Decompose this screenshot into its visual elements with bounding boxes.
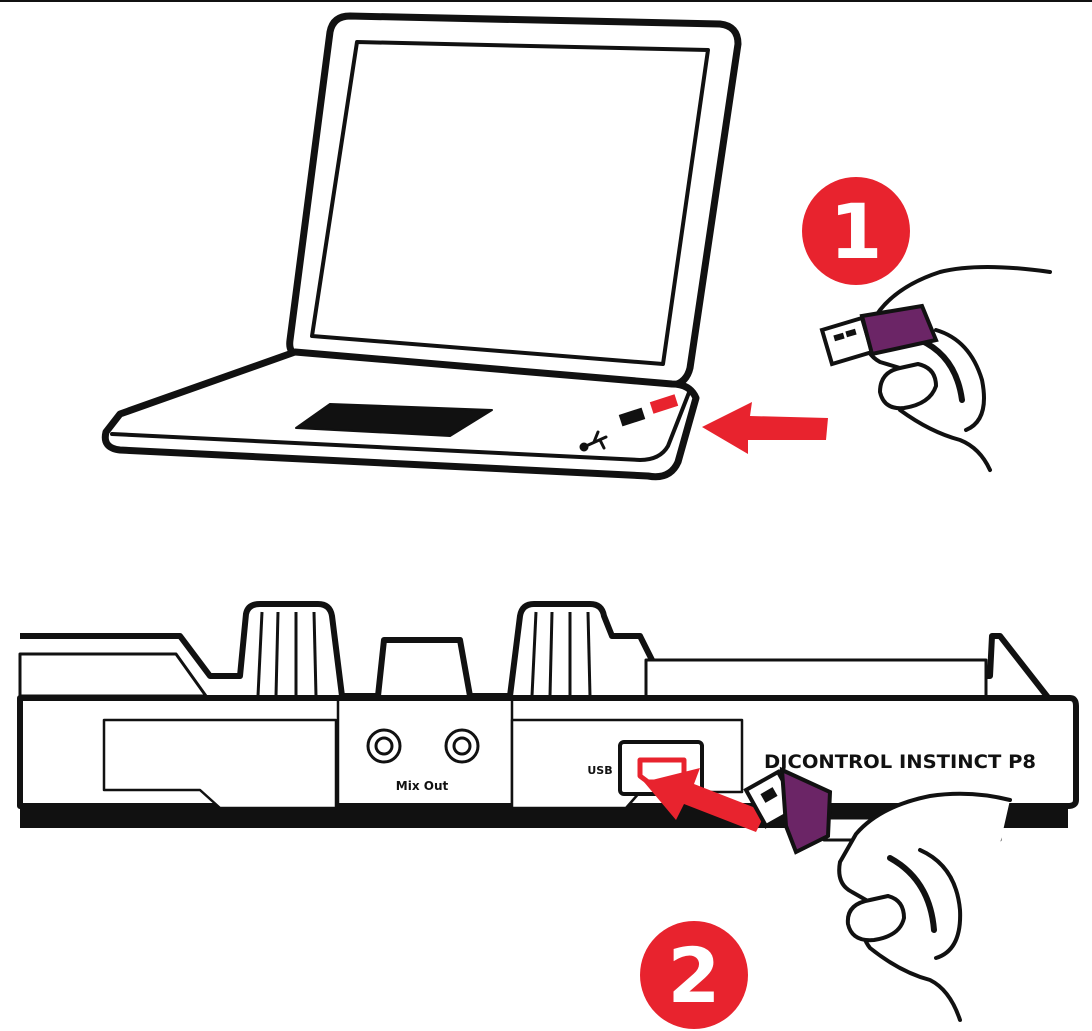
- usb-symbol-icon: [579, 430, 608, 452]
- step-1-number: 1: [830, 187, 883, 276]
- usb-label: USB: [587, 764, 612, 777]
- usb-port-highlight: [649, 394, 679, 414]
- hand-cable-fold: [887, 855, 937, 933]
- step-2-number: 2: [668, 931, 721, 1020]
- panel-recess-left: [102, 718, 338, 810]
- step-1-circle: [802, 177, 910, 285]
- brand-label: DJCONTROL INSTINCT P8: [764, 751, 1036, 773]
- rca-jack-left: [366, 728, 402, 764]
- usb-plug-icon: [743, 766, 833, 855]
- usb-port-icon: [618, 407, 646, 427]
- jog-wheel-right: [644, 658, 988, 702]
- laptop-base-edge: [110, 388, 692, 462]
- knob-right: [530, 611, 592, 697]
- mix-out-label: Mix Out: [396, 779, 449, 793]
- usb-plug-body: [779, 766, 833, 855]
- usb-plug-icon: [819, 303, 939, 367]
- step-2-circle: [640, 921, 748, 1029]
- knob-left: [256, 611, 318, 697]
- step-1-badge: 1: [802, 177, 910, 285]
- rca-jack-right: [444, 728, 480, 764]
- step-2-badge: 2: [640, 921, 748, 1029]
- laptop-screen: [310, 40, 710, 366]
- arrow-icon: [644, 768, 766, 832]
- usb-plug-body: [859, 303, 939, 357]
- laptop-icon: [101, 12, 742, 481]
- jog-wheel-left: [18, 652, 208, 698]
- laptop-trackpad: [295, 403, 493, 437]
- hand-icon: [863, 265, 1052, 472]
- hand-icon: [837, 791, 1012, 1022]
- arrow-icon: [702, 402, 828, 454]
